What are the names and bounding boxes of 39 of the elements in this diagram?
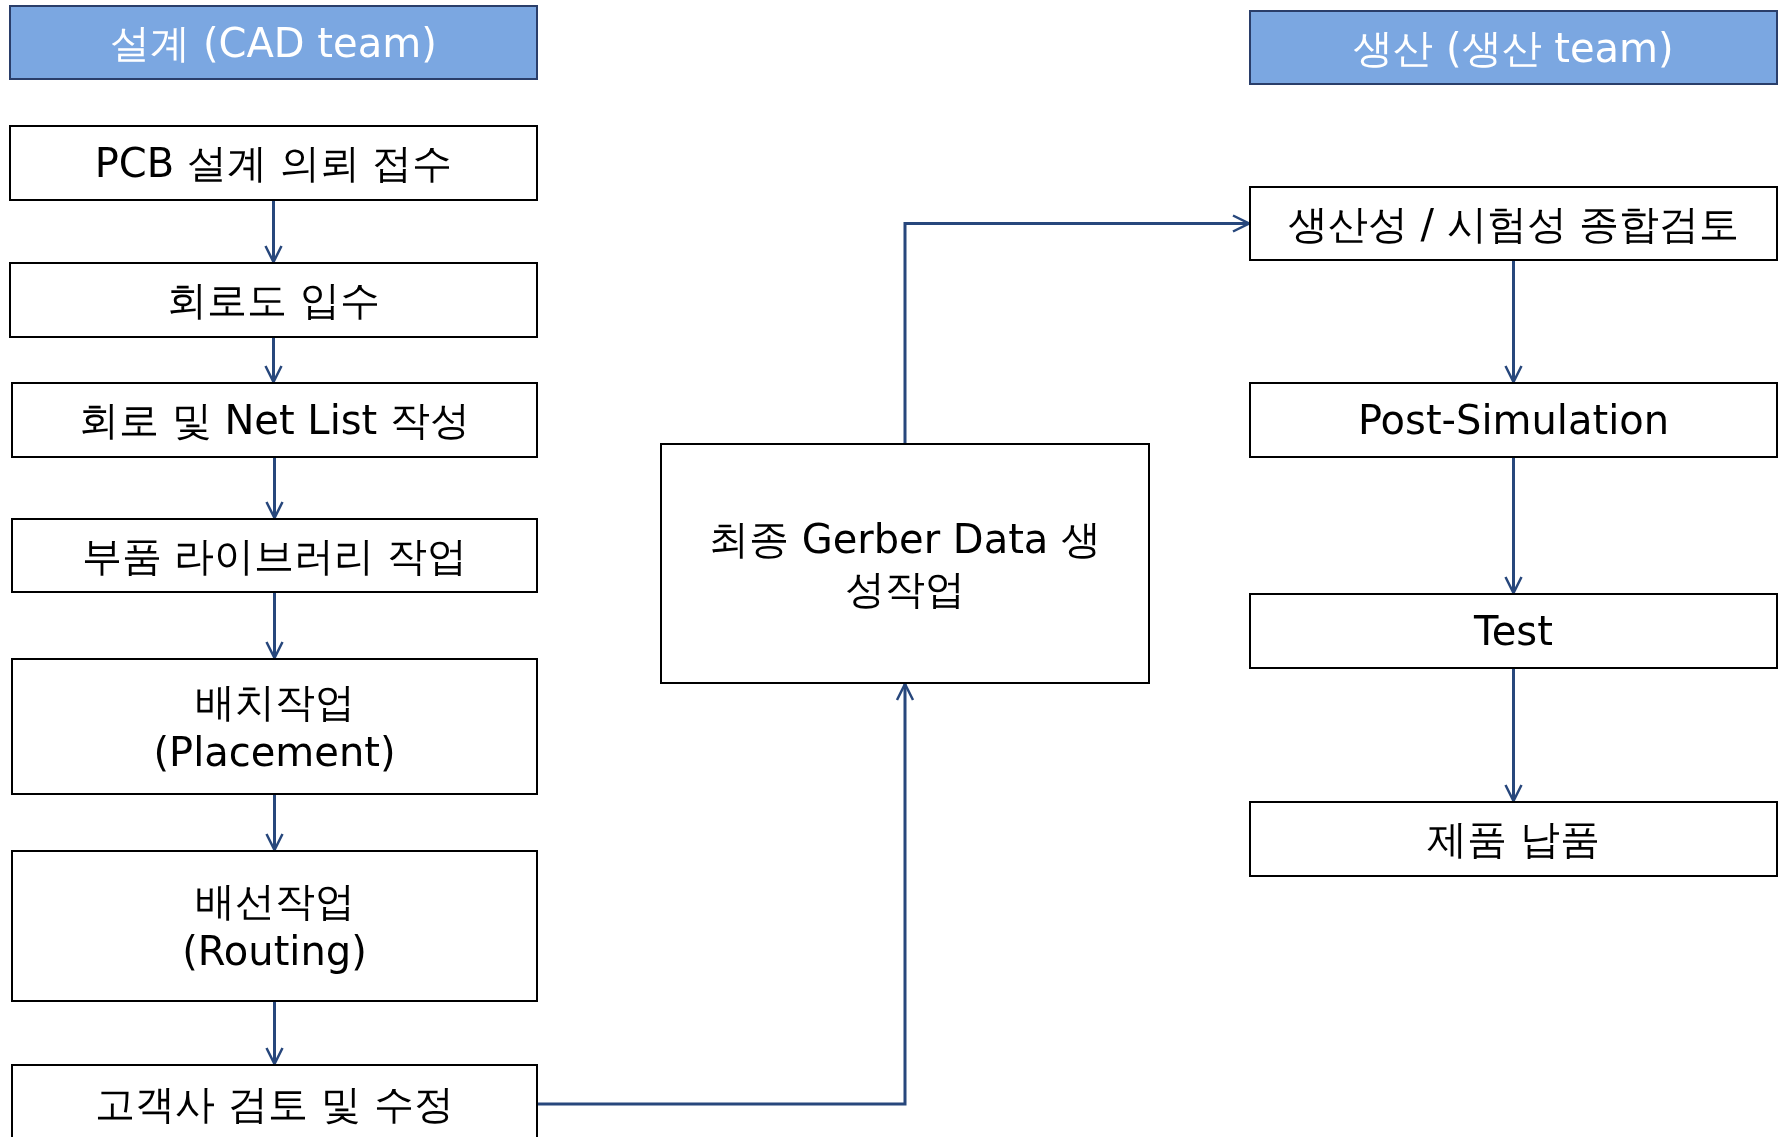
arrow xyxy=(265,593,284,660)
team-header-box xyxy=(1249,10,1778,85)
step-label: 생산성 / 시험성 종합검토 xyxy=(1286,199,1741,249)
process-box xyxy=(11,1064,538,1137)
process-box xyxy=(660,443,1150,684)
arrow xyxy=(264,201,283,264)
process-box xyxy=(9,125,538,201)
step-label: Post-Simulation xyxy=(1356,396,1671,445)
process-box xyxy=(9,262,538,338)
step-label: 부품 라이브러리 작업 xyxy=(80,531,469,581)
arrow xyxy=(265,458,284,520)
arrow xyxy=(265,1002,284,1066)
step-label: 배선작업 (Routing) xyxy=(181,877,368,976)
arrow xyxy=(538,682,915,1106)
process-box xyxy=(1249,593,1778,669)
team-header: 생산 (생산 team) xyxy=(1352,23,1675,73)
process-box xyxy=(1249,801,1778,877)
arrow xyxy=(264,338,283,384)
arrow xyxy=(1504,458,1523,595)
process-box xyxy=(1249,186,1778,261)
process-box xyxy=(11,382,538,458)
step-label: Test xyxy=(1473,607,1554,656)
process-box xyxy=(11,850,538,1002)
process-box xyxy=(11,658,538,795)
process-box xyxy=(1249,382,1778,458)
process-box xyxy=(11,518,538,593)
step-label: 최종 Gerber Data 생성작업 xyxy=(707,514,1103,614)
arrow xyxy=(1504,261,1523,384)
arrow xyxy=(1504,669,1523,803)
step-label: PCB 설계 의뢰 접수 xyxy=(93,139,454,188)
team-header-box xyxy=(9,5,538,80)
step-label: 회로 및 Net List 작성 xyxy=(78,396,471,445)
arrow xyxy=(903,214,1251,443)
team-header: 설계 (CAD team) xyxy=(109,18,438,68)
step-label: 회로도 입수 xyxy=(166,276,381,325)
arrow xyxy=(265,795,284,852)
step-label: 고객사 검토 및 수정 xyxy=(94,1080,455,1129)
step-label: 배치작업 (Placement) xyxy=(152,677,397,777)
step-label: 제품 납품 xyxy=(1426,815,1601,864)
